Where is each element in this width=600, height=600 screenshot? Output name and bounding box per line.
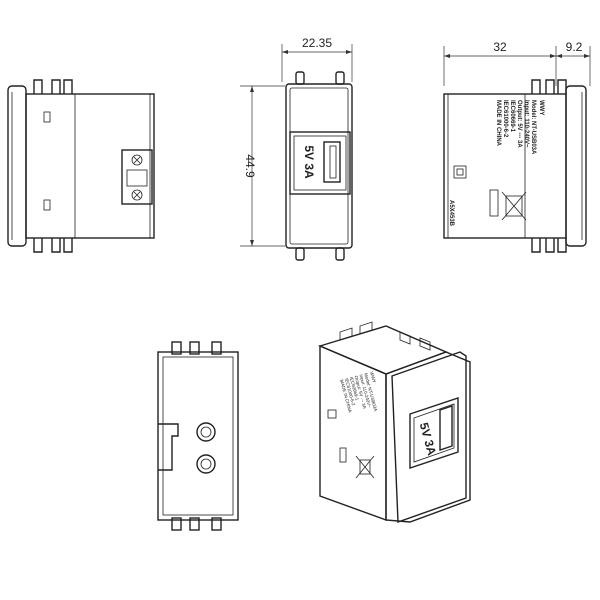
height-dimension: 44.9 [243, 154, 257, 178]
front-view: 22.35 44.9 5V 3A [240, 36, 353, 261]
iso-side-face [319, 344, 387, 521]
iso-front-face [391, 351, 467, 523]
label-brand: WWY [538, 100, 544, 115]
iso-rating-label: 5V 3A [417, 421, 439, 457]
label-output: Output: 5V --- 3A [516, 100, 522, 148]
label-side-view: 32 9.2 WWY Model: NT-USB03A Input: 110-2… [443, 40, 591, 253]
label-standard1: IEC60669-1 [509, 100, 515, 133]
iso-usb-port-icon [439, 405, 453, 451]
label-standard2: IEC61000-6-2 [502, 100, 508, 138]
iso-weee-bin-icon [355, 455, 375, 479]
usb-port-icon [323, 141, 341, 183]
rear-body [157, 351, 239, 521]
usb-window [289, 131, 351, 195]
front-face-plate [285, 83, 353, 249]
side-view-flange [7, 85, 27, 247]
terminal-screw-icon [131, 154, 143, 166]
label-model: Model: NT-USB03A [530, 100, 536, 155]
terminal-block [121, 149, 153, 205]
width-dimension: 22.35 [302, 36, 332, 50]
side-view-body [25, 93, 155, 239]
iso-label-brand: WWY [369, 371, 377, 383]
weee-bin-icon [501, 191, 527, 221]
nameplate-slot [489, 189, 499, 217]
terminal-hole-icon [196, 454, 216, 474]
label-input: Input: 110-240V~ [523, 100, 529, 148]
depth-dimension: 32 [493, 40, 507, 54]
overhang-dimension: 9.2 [566, 40, 583, 54]
terminal-hole-icon [196, 422, 216, 442]
side-view [7, 79, 155, 253]
label-origin: MADE IN CHINA [495, 100, 501, 147]
double-insulation-icon [453, 165, 467, 179]
iso-label-standard1: IEC60669-1 [349, 376, 360, 401]
isometric-view: 5V 3A WWY Model: NT-USB03A Input: 110-24… [317, 321, 471, 523]
rating-label: 5V 3A [302, 145, 316, 179]
iso-usb-window [409, 397, 459, 469]
iso-insulation-icon [327, 409, 337, 419]
label-code: A5X453B [448, 200, 454, 227]
rear-view [157, 341, 239, 531]
terminal-screw-icon [131, 189, 143, 201]
